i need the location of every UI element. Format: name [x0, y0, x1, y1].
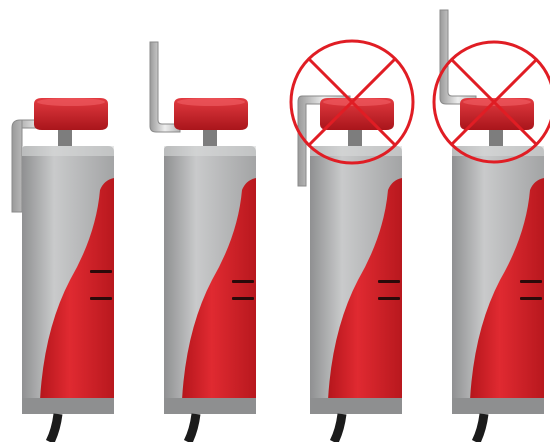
cable-3	[334, 414, 342, 442]
housing-slot	[520, 297, 542, 300]
cable-4	[476, 414, 484, 442]
mounting-bracket-4	[440, 10, 476, 104]
housing-slot	[232, 297, 254, 300]
housing-slot	[378, 280, 400, 283]
switch-unit-1	[12, 98, 114, 442]
housing-slot	[90, 297, 112, 300]
housing-slot	[378, 297, 400, 300]
switch-unit-2	[150, 42, 256, 442]
housing-slot	[520, 280, 542, 283]
cable-2	[188, 414, 196, 442]
housing-slot	[232, 280, 254, 283]
housing-slot	[90, 270, 112, 273]
cable-1	[50, 414, 58, 442]
switch-unit-4	[434, 10, 550, 442]
switch-unit-3	[291, 41, 413, 442]
